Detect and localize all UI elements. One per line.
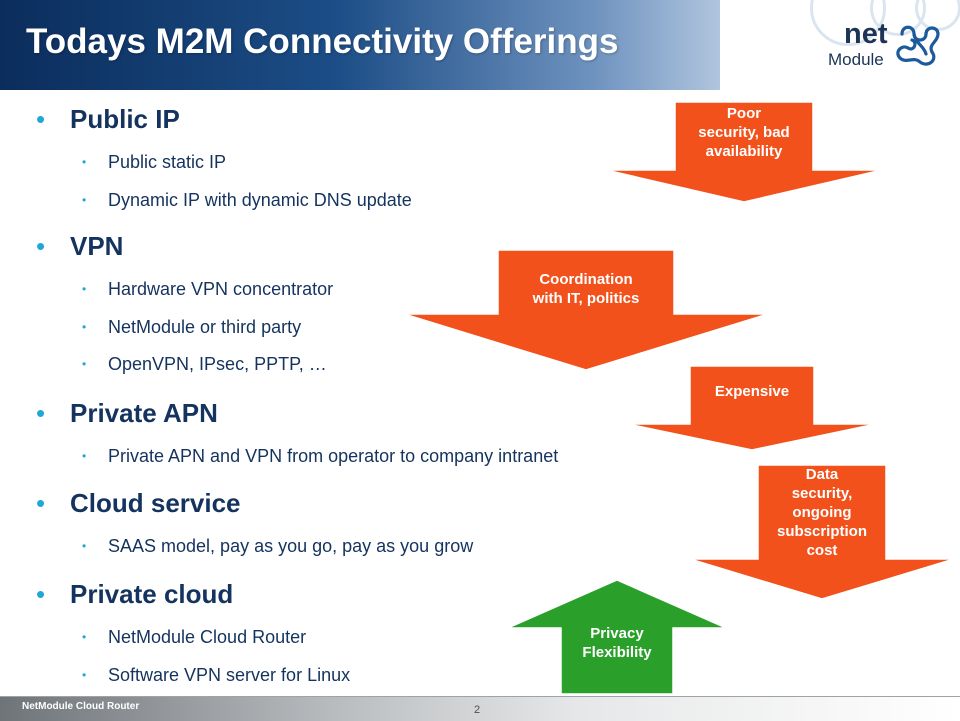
section-bullet: •: [36, 579, 46, 609]
arrow-shape-down: [403, 249, 769, 371]
sub-bullet: •: [82, 449, 87, 463]
arrow-label-line: security, bad: [698, 124, 790, 141]
arrow-label-line: security,: [791, 485, 853, 502]
section-bullet: •: [36, 104, 46, 134]
list-item: OpenVPN, IPsec, PPTP, …: [108, 354, 327, 374]
arrow-body: [689, 464, 955, 600]
logo-module-text: Module: [828, 50, 884, 69]
arrow-label-line: cost: [806, 542, 838, 559]
sub-bullet: •: [82, 155, 87, 169]
section-bullet: •: [36, 398, 46, 428]
arrow-shape-down: [627, 365, 877, 451]
page-title: Todays M2M Connectivity Offerings: [26, 22, 619, 61]
block-arrow-down: Coordination with IT, politics: [403, 249, 769, 371]
sub-bullet: •: [82, 357, 87, 371]
arrow-body: [605, 101, 883, 203]
arrow-body: [507, 579, 727, 695]
arrow-label-line: with IT, politics: [532, 290, 640, 307]
footer-bar: NetModule Cloud Router 2: [0, 696, 960, 721]
arrow-body: [403, 249, 769, 371]
arrow-label-line: Privacy: [590, 625, 644, 642]
sub-bullet: •: [82, 539, 87, 553]
list-item: Public static IP: [108, 152, 227, 172]
sub-bullet: •: [82, 319, 87, 334]
arrow-label-line: Coordination: [539, 271, 633, 288]
list-item: Dynamic IP with dynamic DNS update: [108, 189, 412, 210]
block-arrow-down: Data security, ongoing subscription cost: [689, 464, 955, 600]
block-arrow-down: Expensive: [627, 365, 877, 451]
arrow-shape-down: [605, 101, 883, 203]
arrow-label-line: Poor: [726, 105, 762, 122]
section-heading: Cloud service: [70, 488, 241, 518]
arrow-label-line: ongoing: [792, 504, 852, 521]
arrow-label-line: Flexibility: [582, 644, 652, 661]
arrow-shape-down: [689, 464, 955, 600]
section-heading: Private cloud: [70, 579, 234, 609]
section-heading: Private APN: [70, 398, 218, 428]
arrow-shape-up: [507, 579, 727, 695]
list-item: SAAS model, pay as you go, pay as you gr…: [108, 536, 474, 556]
sub-bullet: •: [82, 630, 87, 644]
arrow-label-line: Expensive: [714, 383, 790, 400]
arrow-label: Poor security, bad availability: [675, 104, 813, 161]
sub-bullet: •: [82, 192, 87, 207]
list-item: Hardware VPN concentrator: [108, 279, 334, 299]
arrow-label: Expensive: [690, 382, 814, 401]
list-item: Software VPN server for Linux: [108, 664, 351, 685]
arrow-label: Coordination with IT, politics: [498, 270, 674, 308]
arrow-label-line: Data: [805, 466, 839, 483]
header-banner: Todays M2M Connectivity Offerings net Mo…: [0, 0, 960, 90]
arrow-label-line: availability: [705, 143, 783, 160]
puzzle-network-icon: [896, 25, 940, 66]
sub-bullet: •: [82, 282, 87, 296]
list-item: NetModule or third party: [108, 316, 302, 337]
sub-bullet: •: [82, 667, 87, 682]
netmodule-logo: net Module: [828, 18, 948, 78]
arrow-label-line: subscription: [776, 523, 867, 540]
section-heading: Public IP: [70, 104, 180, 134]
logo-net-text: net: [844, 18, 888, 50]
section-bullet: •: [36, 488, 46, 518]
section-heading: VPN: [70, 231, 124, 261]
arrow-body: [627, 365, 877, 451]
page-number: 2: [474, 704, 481, 716]
block-arrow-down: Poor security, bad availability: [605, 101, 883, 203]
list-item: Private APN and VPN from operator to com…: [108, 446, 559, 466]
section-bullet: •: [36, 231, 46, 261]
footer-label: NetModule Cloud Router: [22, 701, 140, 712]
list-item: NetModule Cloud Router: [108, 627, 307, 647]
arrow-label: Data security, ongoing subscription cost: [758, 465, 886, 560]
